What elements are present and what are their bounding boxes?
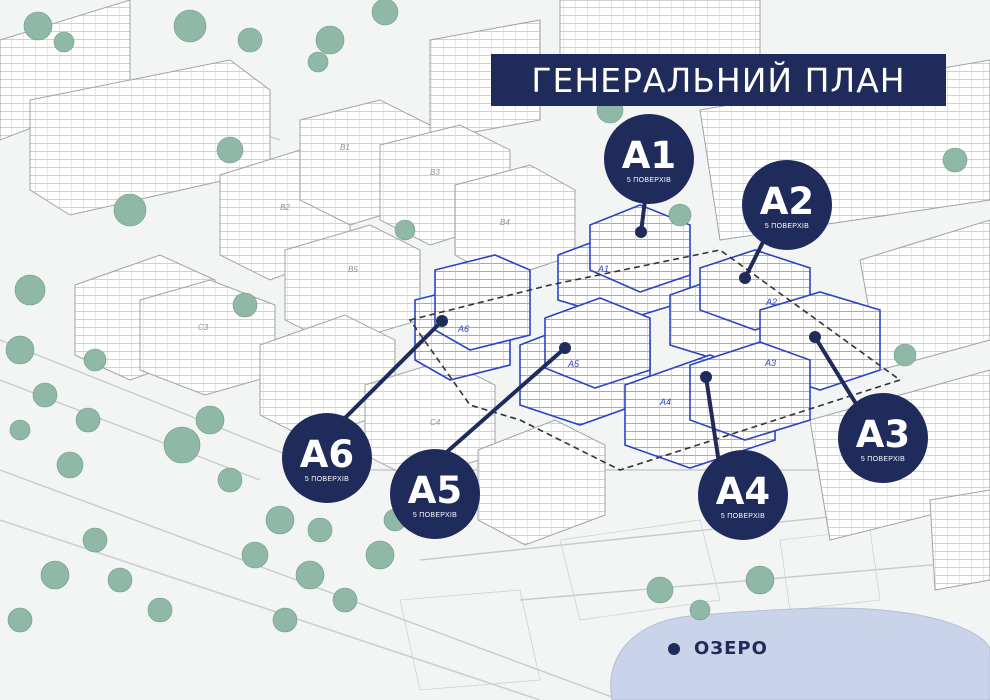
marker-a4-floors: 5 ПОВЕРХІВ bbox=[720, 512, 766, 520]
site-boundary bbox=[408, 249, 902, 471]
tag-a1: A1 bbox=[597, 264, 609, 274]
building-tags: A1 A2 A3 A4 A5 A6 bbox=[457, 264, 777, 407]
page-title: ГЕНЕРАЛЬНИЙ ПЛАН bbox=[491, 54, 946, 106]
tag-b1: B1 bbox=[340, 143, 350, 152]
marker-a6-floors: 5 ПОВЕРХІВ bbox=[304, 475, 350, 483]
marker-a1[interactable]: A1 5 ПОВЕРХІВ bbox=[604, 114, 694, 204]
tag-a2: A2 bbox=[765, 297, 777, 307]
lake bbox=[610, 607, 990, 700]
dot-icon bbox=[668, 642, 680, 655]
lake-label: ОЗЕРО bbox=[694, 638, 768, 659]
marker-a3-label: A3 bbox=[855, 412, 911, 456]
marker-a6[interactable]: A6 5 ПОВЕРХІВ bbox=[282, 413, 372, 503]
marker-a5[interactable]: A5 5 ПОВЕРХІВ bbox=[390, 449, 480, 539]
tag-b4: B4 bbox=[500, 218, 510, 227]
tag-b2: B2 bbox=[280, 203, 290, 212]
tag-c4: C4 bbox=[430, 418, 441, 427]
leader-a4 bbox=[700, 371, 722, 472]
context-buildings bbox=[0, 0, 990, 591]
marker-a1-label: A1 bbox=[621, 133, 677, 177]
tag-a6: A6 bbox=[457, 324, 469, 334]
marker-a5-floors: 5 ПОВЕРХІВ bbox=[412, 511, 458, 519]
tag-a5: A5 bbox=[567, 359, 580, 369]
marker-a2-floors: 5 ПОВЕРХІВ bbox=[764, 222, 810, 230]
marker-a2-label: A2 bbox=[759, 179, 815, 223]
tag-c3: C3 bbox=[198, 323, 209, 332]
marker-a4[interactable]: A4 5 ПОВЕРХІВ bbox=[698, 450, 788, 540]
tag-b5: B5 bbox=[348, 265, 358, 274]
project-buildings bbox=[414, 204, 881, 469]
context-tags: B1 B2 B3 B4 B5 C3 C4 bbox=[198, 143, 510, 427]
marker-a6-label: A6 bbox=[299, 432, 355, 476]
lake-legend: ОЗЕРО bbox=[668, 638, 768, 659]
marker-a4-label: A4 bbox=[715, 469, 771, 513]
leader-a5 bbox=[430, 342, 571, 467]
marker-a2[interactable]: A2 5 ПОВЕРХІВ bbox=[742, 160, 832, 250]
marker-a1-floors: 5 ПОВЕРХІВ bbox=[626, 176, 672, 184]
tag-b3: B3 bbox=[430, 168, 440, 177]
tag-a4: A4 bbox=[659, 397, 671, 407]
marker-a5-label: A5 bbox=[407, 468, 463, 512]
marker-a3-floors: 5 ПОВЕРХІВ bbox=[860, 455, 906, 463]
marker-a3[interactable]: A3 5 ПОВЕРХІВ bbox=[838, 393, 928, 483]
tag-a3: A3 bbox=[764, 358, 776, 368]
